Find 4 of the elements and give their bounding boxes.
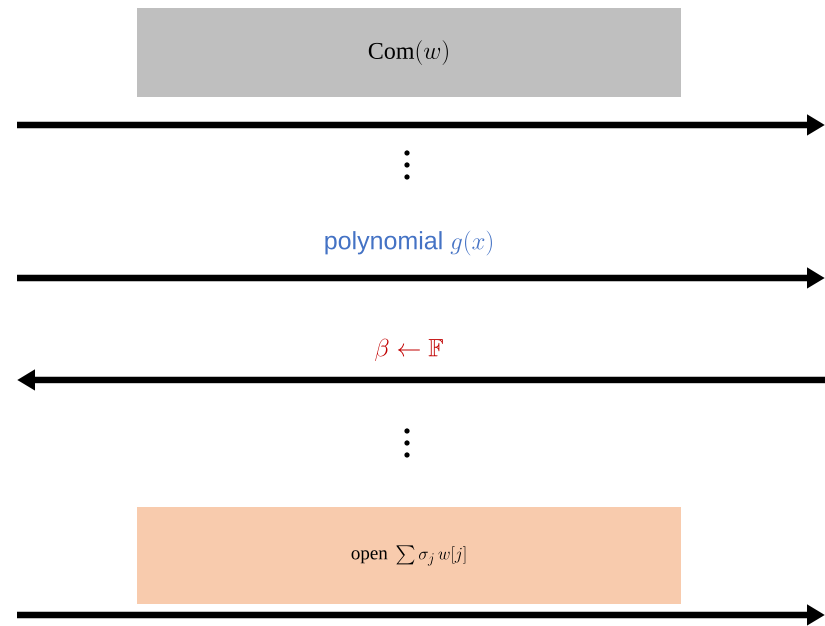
message-box: $\mathrm{Com}(w)$ (137, 8, 681, 97)
message-label: $\text{polynomial } g(x)$ (325, 230, 492, 256)
message-box: $\text{open } \sum \sigma_j\, w[j]$ (137, 506, 681, 604)
message-label: $\beta \leftarrow \mathbb{F}$ (375, 338, 443, 362)
